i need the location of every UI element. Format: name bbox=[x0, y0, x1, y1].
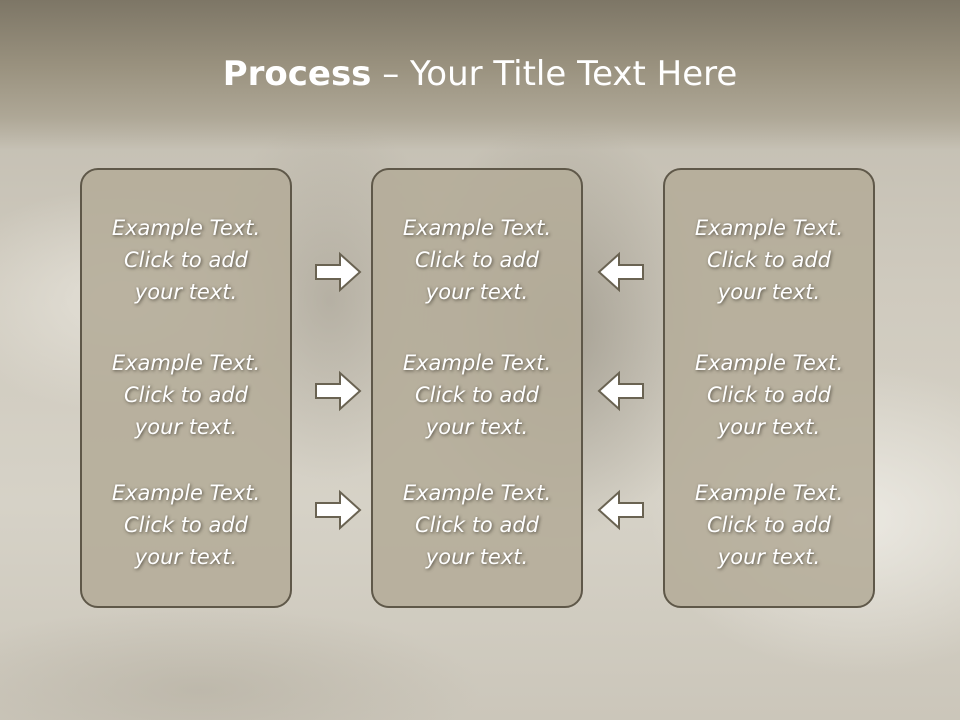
text-placeholder[interactable]: Example Text. Click to add your text. bbox=[373, 477, 581, 573]
arrow-left-icon[interactable] bbox=[596, 250, 646, 294]
text-line: Click to add bbox=[123, 513, 248, 537]
text-line: Example Text. bbox=[694, 216, 844, 240]
text-placeholder[interactable]: Example Text. Click to add your text. bbox=[82, 347, 290, 443]
text-line: your text. bbox=[717, 280, 821, 304]
text-line: Example Text. bbox=[402, 351, 552, 375]
text-line: Example Text. bbox=[111, 351, 261, 375]
arrow-left-icon[interactable] bbox=[596, 488, 646, 532]
text-placeholder[interactable]: Example Text. Click to add your text. bbox=[665, 477, 873, 573]
text-line: Click to add bbox=[123, 383, 248, 407]
arrow-right-icon[interactable] bbox=[313, 488, 363, 532]
text-line: Click to add bbox=[414, 383, 539, 407]
text-line: your text. bbox=[134, 280, 238, 304]
text-line: Example Text. bbox=[402, 216, 552, 240]
text-line: your text. bbox=[717, 415, 821, 439]
text-line: Example Text. bbox=[111, 216, 261, 240]
panel-middle[interactable]: Example Text. Click to add your text. Ex… bbox=[371, 168, 583, 608]
arrow-right-icon[interactable] bbox=[313, 369, 363, 413]
panel-left[interactable]: Example Text. Click to add your text. Ex… bbox=[80, 168, 292, 608]
text-line: your text. bbox=[425, 415, 529, 439]
title-band bbox=[0, 0, 960, 150]
text-placeholder[interactable]: Example Text. Click to add your text. bbox=[82, 477, 290, 573]
text-placeholder[interactable]: Example Text. Click to add your text. bbox=[665, 347, 873, 443]
text-line: your text. bbox=[134, 545, 238, 569]
text-line: Example Text. bbox=[694, 481, 844, 505]
text-placeholder[interactable]: Example Text. Click to add your text. bbox=[373, 347, 581, 443]
text-placeholder[interactable]: Example Text. Click to add your text. bbox=[82, 212, 290, 308]
text-line: Click to add bbox=[414, 513, 539, 537]
text-placeholder[interactable]: Example Text. Click to add your text. bbox=[373, 212, 581, 308]
text-line: Click to add bbox=[706, 248, 831, 272]
title-rest: – Your Title Text Here bbox=[371, 54, 738, 94]
text-line: Click to add bbox=[414, 248, 539, 272]
text-line: Click to add bbox=[123, 248, 248, 272]
panel-right[interactable]: Example Text. Click to add your text. Ex… bbox=[663, 168, 875, 608]
text-line: your text. bbox=[425, 545, 529, 569]
text-line: Click to add bbox=[706, 513, 831, 537]
arrow-left-icon[interactable] bbox=[596, 369, 646, 413]
slide-title[interactable]: Process – Your Title Text Here bbox=[0, 52, 960, 96]
arrow-right-icon[interactable] bbox=[313, 250, 363, 294]
title-bold: Process bbox=[222, 54, 372, 94]
text-line: Example Text. bbox=[694, 351, 844, 375]
text-placeholder[interactable]: Example Text. Click to add your text. bbox=[665, 212, 873, 308]
text-line: your text. bbox=[717, 545, 821, 569]
text-line: Example Text. bbox=[111, 481, 261, 505]
text-line: your text. bbox=[134, 415, 238, 439]
text-line: Click to add bbox=[706, 383, 831, 407]
text-line: your text. bbox=[425, 280, 529, 304]
text-line: Example Text. bbox=[402, 481, 552, 505]
